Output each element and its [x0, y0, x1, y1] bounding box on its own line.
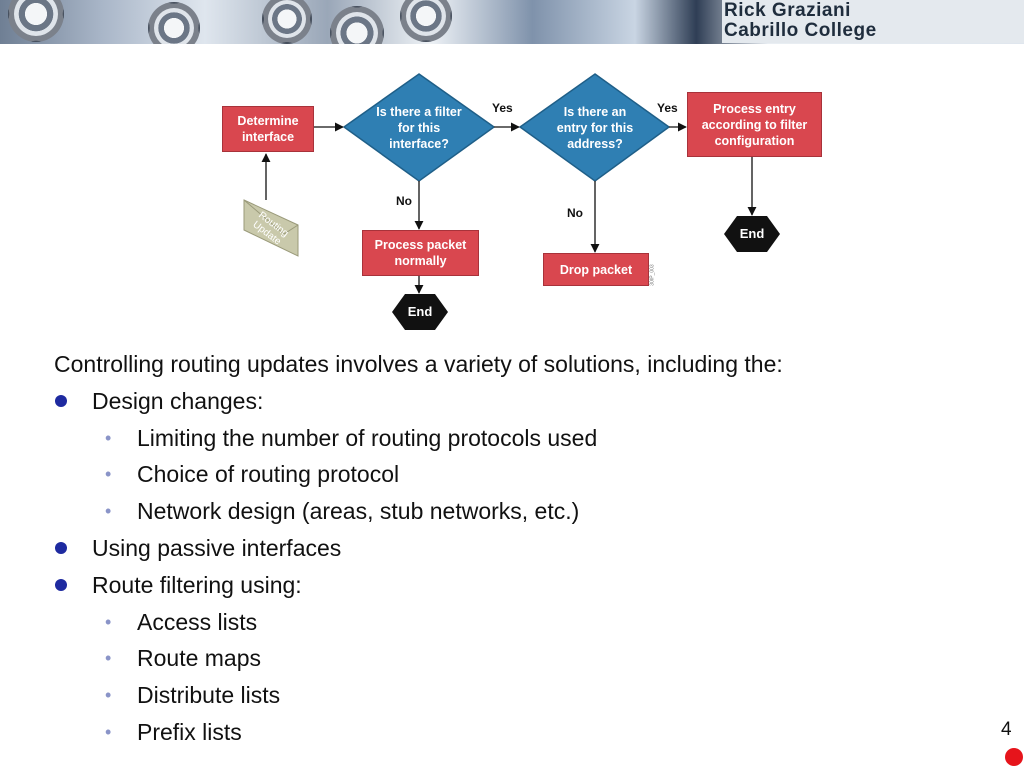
- sub-bullet-label: Prefix lists: [137, 718, 242, 745]
- banner-disc-image: [330, 6, 384, 44]
- yes-label-1: Yes: [492, 101, 513, 115]
- sub-bullet-label: Access lists: [137, 608, 258, 635]
- bullet-item-design-changes: Design changes:: [54, 383, 984, 420]
- determine-interface-box: Determine interface: [222, 106, 314, 152]
- envelope-flap-line: [243, 199, 299, 235]
- end-terminal-shape-2: [724, 216, 780, 252]
- bullet-label: Design changes:: [92, 387, 264, 414]
- decision-entry-label: Is there an entry for this address?: [556, 105, 634, 151]
- sub-bullet-label: Network design (areas, stub networks, et…: [137, 498, 580, 525]
- no-label-1: No: [396, 194, 412, 208]
- figure-id-label: 30IP_003: [649, 264, 656, 286]
- author-name: Rick Graziani: [724, 0, 851, 21]
- page-number: 4: [1001, 719, 1012, 740]
- intro-text: Controlling routing updates involves a v…: [54, 351, 783, 377]
- sub-bullet-item: • Network design (areas, stub networks, …: [54, 493, 984, 530]
- process-entry-label: Process entry according to filter config…: [701, 101, 808, 148]
- end-terminal-label-2: End: [739, 226, 765, 241]
- sub-bullet-item: • Distribute lists: [54, 677, 984, 714]
- decision-filter-label: Is there a filter for this interface?: [376, 105, 462, 151]
- banner-disc-image: [8, 0, 64, 42]
- header-banner: Rick Graziani Cabrillo College: [0, 0, 1024, 44]
- slide-body: Controlling routing updates involves a v…: [54, 346, 984, 751]
- end-terminal-shape-1: [392, 294, 448, 330]
- bullet-item-route-filtering: Route filtering using:: [54, 567, 984, 604]
- banner-disc-image: [262, 0, 312, 44]
- sub-bullet-item: • Limiting the number of routing protoco…: [54, 420, 984, 457]
- routing-update-envelope: [243, 199, 299, 257]
- bullet-list: Design changes: • Limiting the number of…: [54, 383, 984, 751]
- corner-dot-icon: [1005, 748, 1023, 766]
- process-normally-label: Process packet normally: [374, 238, 467, 268]
- banner-disc-image: [148, 2, 200, 44]
- bullet-dot-icon: [55, 394, 67, 407]
- end-terminal-label-1: End: [407, 304, 433, 319]
- sub-bullet-icon: •: [105, 611, 112, 632]
- sub-bullet-icon: •: [105, 501, 112, 522]
- sub-bullet-item: • Access lists: [54, 604, 984, 641]
- author-block: Rick Graziani Cabrillo College: [722, 0, 1024, 43]
- bullet-dot-icon: [55, 578, 67, 591]
- banner-disc-image: [400, 0, 452, 42]
- drop-packet-label: Drop packet: [559, 262, 633, 277]
- bullet-label: Using passive interfaces: [92, 534, 342, 561]
- sub-bullet-icon: •: [105, 464, 112, 485]
- sub-bullet-label: Distribute lists: [137, 682, 281, 709]
- sub-bullet-label: Limiting the number of routing protocols…: [137, 424, 598, 451]
- yes-label-2: Yes: [657, 101, 678, 115]
- sub-bullet-icon: •: [105, 648, 112, 669]
- bullet-dot-icon: [55, 541, 67, 554]
- process-entry-box: Process entry according to filter config…: [687, 92, 822, 157]
- bullet-label: Route filtering using:: [92, 571, 302, 598]
- bullet-item-passive-interfaces: Using passive interfaces: [54, 530, 984, 567]
- determine-interface-label: Determine interface: [237, 114, 299, 144]
- no-label-2: No: [567, 206, 583, 220]
- institution-name: Cabrillo College: [724, 20, 877, 41]
- flowchart-shapes: [243, 73, 780, 330]
- sub-bullet-label: Route maps: [137, 645, 262, 672]
- sub-bullet-label: Choice of routing protocol: [137, 461, 400, 488]
- sub-bullet-icon: •: [105, 427, 112, 448]
- sub-bullet-item: • Choice of routing protocol: [54, 456, 984, 493]
- sub-bullet-item: • Route maps: [54, 640, 984, 677]
- sub-bullet-item: • Prefix lists: [54, 714, 984, 751]
- sub-bullet-icon: •: [105, 721, 112, 742]
- route-filter-flowchart: Determine interface Is there a filter fo…: [200, 66, 840, 338]
- drop-packet-box: Drop packet: [543, 253, 649, 286]
- sub-bullet-icon: •: [105, 685, 112, 706]
- process-normally-box: Process packet normally: [362, 230, 479, 276]
